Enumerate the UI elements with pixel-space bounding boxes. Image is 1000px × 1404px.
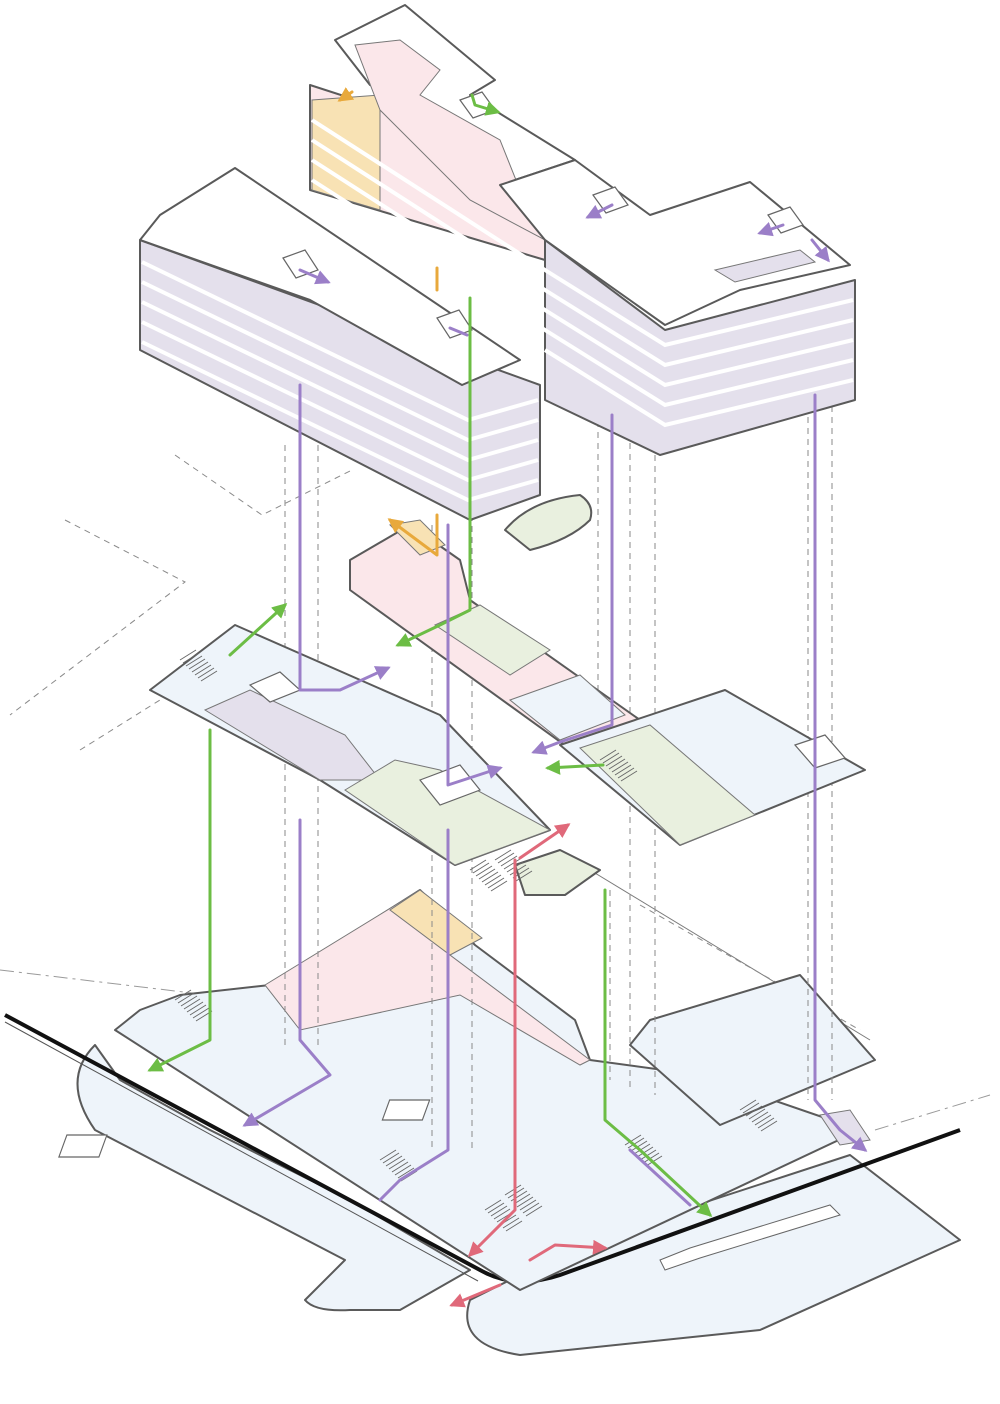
rooftop-hatch: [436, 309, 473, 339]
purple-route-line: [446, 523, 503, 787]
purple-route-line: [810, 238, 830, 263]
podium-floor-upper-left: [149, 624, 552, 866]
bridge-plate: [514, 849, 601, 896]
podium-floor-upper-right: [559, 689, 866, 846]
green-route-line: [395, 296, 472, 647]
purple-route-line: [448, 326, 469, 337]
purple-route-line: [242, 818, 332, 1127]
routes-purple: [242, 203, 868, 1207]
routes-green: [147, 93, 713, 1218]
tower-right-roof-pink: [354, 39, 547, 242]
rooftop-hatch: [282, 249, 319, 279]
purple-route-line: [531, 413, 614, 755]
bridge-stair-icon: [469, 859, 508, 892]
purple-route-line: [298, 268, 331, 285]
tower-right-roof-south: [499, 159, 851, 326]
purple-route-line: [628, 1148, 692, 1207]
green-route-line: [147, 728, 212, 1072]
red-route-line: [518, 823, 571, 860]
podium-center-blue-zone: [508, 674, 626, 741]
purple-route-line: [585, 203, 614, 219]
orange-route-line: [337, 87, 355, 102]
ground-floor-yellow-zone: [389, 889, 483, 956]
purple-route-line: [378, 828, 450, 1202]
green-route-line: [470, 93, 501, 116]
orange-route-line: [387, 513, 439, 557]
pavilion-canopy: [504, 494, 593, 551]
plaza-canopy: [659, 1204, 841, 1271]
red-route-line: [467, 858, 517, 1258]
core-opening: [58, 1134, 108, 1158]
tower-right-yellow-stack: [311, 94, 381, 211]
plaza-south-lobe: [466, 1154, 961, 1356]
purple-route-line: [813, 393, 868, 1152]
routes-orange: [337, 87, 439, 557]
core-opening: [381, 1099, 431, 1121]
tower-right-purple-stack: [544, 239, 856, 456]
green-route-line: [603, 888, 713, 1218]
tower-right: [309, 4, 856, 456]
podium-right-green-zone: [579, 724, 756, 846]
street-inner-line: [4, 1021, 479, 1282]
tower-left-floor-lines: [141, 260, 539, 503]
tower-right-floor-lines: [310, 118, 854, 428]
routes-red: [449, 823, 608, 1308]
green-route-line: [545, 759, 605, 775]
purple-route-line: [298, 383, 391, 692]
red-route-line: [449, 1283, 502, 1308]
street-level-plaza: [4, 1013, 961, 1356]
podium-left-green-zone: [344, 759, 552, 866]
plaza-west-lobe: [76, 1044, 471, 1312]
bridge-floor: [469, 849, 601, 896]
podium-right-plate: [559, 689, 866, 846]
purple-route-line: [757, 221, 785, 237]
green-route-line: [228, 602, 288, 657]
podium-left-purple-zone: [203, 689, 382, 781]
red-route-line: [528, 1239, 608, 1262]
